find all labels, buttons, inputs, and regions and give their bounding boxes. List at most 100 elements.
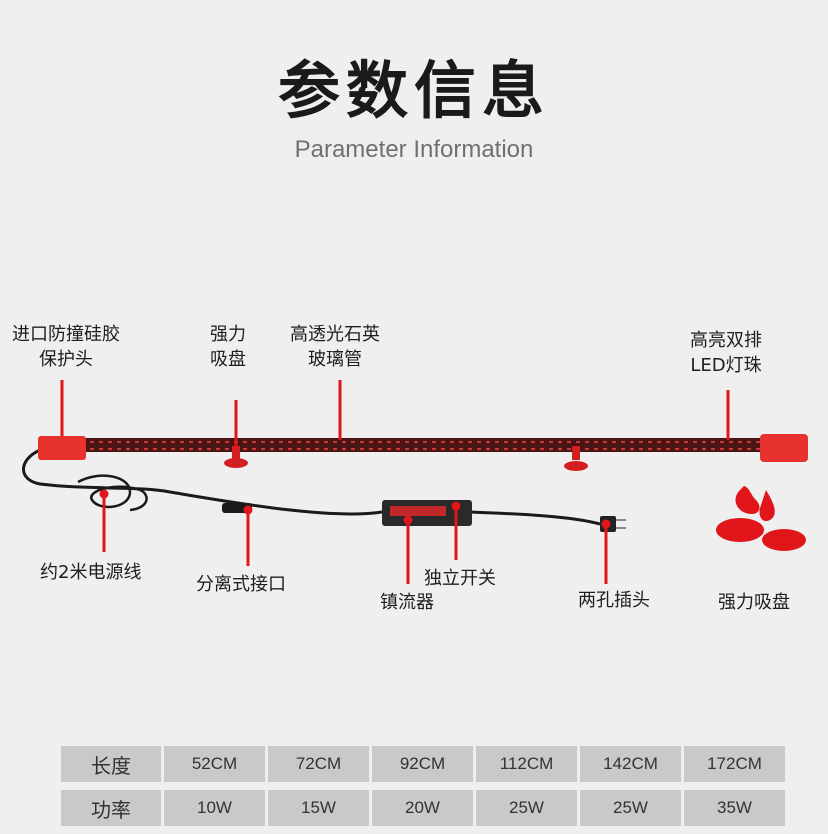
led-dot <box>747 448 751 450</box>
led-dot <box>441 441 445 443</box>
led-dot <box>576 441 580 443</box>
label-ballast: 镇流器 <box>380 592 434 613</box>
led-dot <box>675 441 679 443</box>
led-dot <box>387 448 391 450</box>
led-dot <box>468 441 472 443</box>
tube-suction-cup-1 <box>224 446 248 468</box>
led-dot <box>531 448 535 450</box>
led-dot <box>99 448 103 450</box>
pointer-lines <box>60 380 730 584</box>
led-dot <box>180 448 184 450</box>
led-dot <box>666 441 670 443</box>
led-dot <box>189 448 193 450</box>
led-dot <box>432 448 436 450</box>
led-dot <box>450 441 454 443</box>
led-dot <box>702 441 706 443</box>
power-cell: 25W <box>476 790 577 826</box>
led-dot <box>351 448 355 450</box>
led-dot <box>621 441 625 443</box>
led-dot <box>657 448 661 450</box>
led-dot <box>711 441 715 443</box>
led-dot <box>252 441 256 443</box>
led-dot <box>243 448 247 450</box>
led-dot <box>522 448 526 450</box>
led-dot <box>225 441 229 443</box>
led-dot <box>657 441 661 443</box>
led-dot <box>531 441 535 443</box>
led-dot <box>738 441 742 443</box>
led-dot <box>405 448 409 450</box>
led-dot <box>198 441 202 443</box>
ballast-label <box>390 506 446 516</box>
label-connector: 分离式接口 <box>196 574 286 595</box>
led-dot <box>108 448 112 450</box>
label-glass-tube: 高透光石英 玻璃管 <box>290 324 380 370</box>
led-dot <box>135 448 139 450</box>
led-dot <box>603 448 607 450</box>
led-dot <box>117 448 121 450</box>
led-dot <box>648 441 652 443</box>
led-dot <box>360 441 364 443</box>
led-dot <box>315 441 319 443</box>
led-dot <box>414 448 418 450</box>
led-dot <box>153 448 157 450</box>
left-cap <box>38 436 86 460</box>
led-dot <box>756 441 760 443</box>
led-dot <box>540 448 544 450</box>
led-dot <box>621 448 625 450</box>
led-dot <box>585 441 589 443</box>
power-cell: 20W <box>372 790 473 826</box>
led-dot <box>756 448 760 450</box>
label-plug: 两孔插头 <box>578 590 650 611</box>
led-dot <box>513 441 517 443</box>
led-dot <box>468 448 472 450</box>
led-dot <box>522 441 526 443</box>
led-dot <box>126 448 130 450</box>
length-cell: 112CM <box>476 746 577 782</box>
length-cell: 52CM <box>164 746 265 782</box>
led-dot <box>720 448 724 450</box>
led-dot <box>396 441 400 443</box>
led-dot <box>342 448 346 450</box>
led-dot <box>639 448 643 450</box>
led-dot <box>315 448 319 450</box>
led-dot <box>486 441 490 443</box>
label-suction-cup: 强力 吸盘 <box>210 324 246 370</box>
led-dot <box>540 441 544 443</box>
length-row: 长度 52CM 72CM 92CM 112CM 142CM 172CM <box>61 746 785 782</box>
led-dot <box>324 441 328 443</box>
label-protector: 进口防撞硅胶 保护头 <box>12 324 120 370</box>
led-dot <box>603 441 607 443</box>
led-dot <box>90 441 94 443</box>
led-dot <box>324 448 328 450</box>
length-cell: 92CM <box>372 746 473 782</box>
led-dot <box>270 441 274 443</box>
label-switch: 独立开关 <box>424 568 496 589</box>
led-dot <box>207 441 211 443</box>
power-row: 功率 10W 15W 20W 25W 25W 35W <box>61 790 785 826</box>
led-dot <box>612 441 616 443</box>
led-dot <box>675 448 679 450</box>
label-standalone-suction-cup: 强力吸盘 <box>718 592 790 613</box>
led-dot <box>558 441 562 443</box>
length-header: 长度 <box>61 746 161 782</box>
led-dot <box>342 441 346 443</box>
power-cell: 25W <box>580 790 681 826</box>
led-dot <box>261 448 265 450</box>
led-dot <box>279 448 283 450</box>
led-dot <box>180 441 184 443</box>
led-dot <box>612 448 616 450</box>
led-dot <box>216 441 220 443</box>
led-dot <box>117 441 121 443</box>
led-dot <box>297 441 301 443</box>
led-dot <box>558 448 562 450</box>
led-dot <box>567 448 571 450</box>
led-dot <box>171 441 175 443</box>
led-dot <box>369 441 373 443</box>
led-dot <box>396 448 400 450</box>
led-dot <box>333 441 337 443</box>
led-dot <box>162 441 166 443</box>
led-dot <box>126 441 130 443</box>
led-dot <box>297 448 301 450</box>
led-dot <box>423 448 427 450</box>
